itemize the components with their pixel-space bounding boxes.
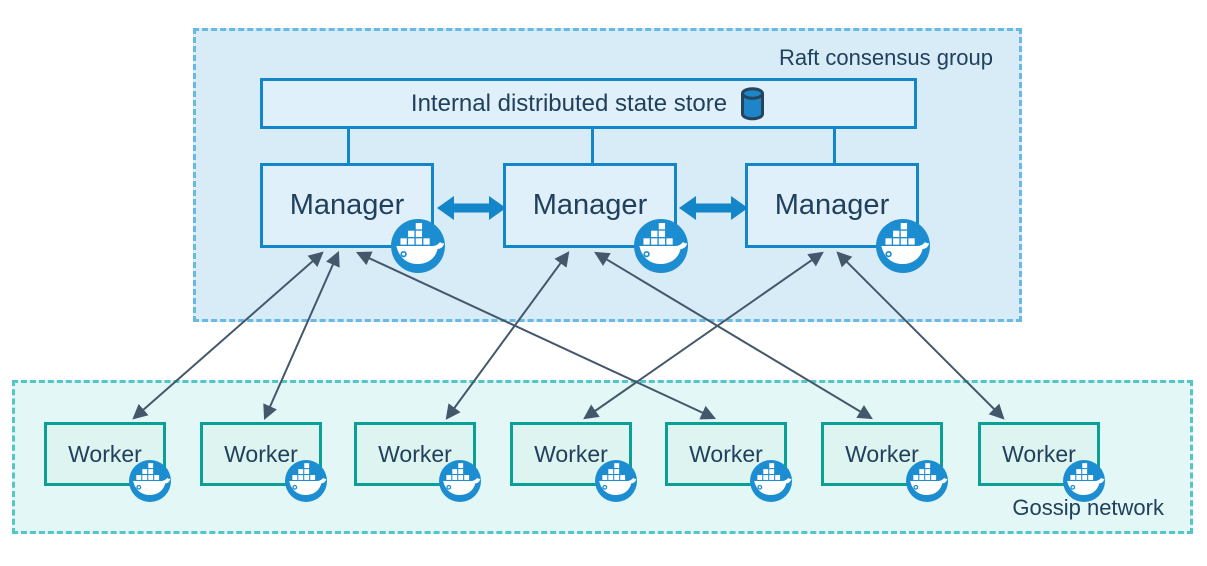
docker-whale-icon	[439, 460, 481, 502]
database-icon	[741, 86, 765, 120]
docker-whale-icon	[595, 460, 637, 502]
store-manager-connector	[347, 129, 350, 163]
manager-peer-arrow	[679, 196, 748, 220]
worker-node-2: Worker	[200, 422, 322, 486]
raft-consensus-group: Raft consensus group Internal distribute…	[193, 28, 1022, 322]
manager-label: Manager	[532, 189, 648, 221]
worker-label: Worker	[689, 440, 763, 467]
worker-label: Worker	[1002, 440, 1076, 467]
docker-whale-icon	[285, 460, 327, 502]
gossip-network-group: Worker Worker Worker Worker Worker Worke…	[12, 380, 1193, 534]
store-manager-connector	[833, 129, 836, 163]
manager-node-2: Manager	[503, 163, 677, 248]
worker-label: Worker	[68, 440, 142, 467]
worker-label: Worker	[224, 440, 298, 467]
docker-whale-icon	[634, 219, 688, 273]
worker-label: Worker	[845, 440, 919, 467]
worker-node-7: Worker	[978, 422, 1100, 486]
state-store-label: Internal distributed state store	[410, 89, 728, 117]
docker-whale-icon	[906, 460, 948, 502]
worker-node-1: Worker	[44, 422, 166, 486]
worker-node-5: Worker	[665, 422, 787, 486]
manager-node-1: Manager	[260, 163, 434, 248]
worker-label: Worker	[378, 440, 452, 467]
manager-label: Manager	[774, 189, 890, 221]
docker-whale-icon	[1063, 460, 1105, 502]
worker-label: Worker	[534, 440, 608, 467]
manager-label: Manager	[289, 189, 405, 221]
store-manager-connector	[591, 129, 594, 163]
worker-node-6: Worker	[821, 422, 943, 486]
docker-whale-icon	[391, 219, 445, 273]
worker-node-4: Worker	[510, 422, 632, 486]
docker-whale-icon	[129, 460, 171, 502]
worker-node-3: Worker	[354, 422, 476, 486]
docker-whale-icon	[876, 219, 930, 273]
manager-node-3: Manager	[745, 163, 919, 248]
docker-whale-icon	[750, 460, 792, 502]
raft-group-label: Raft consensus group	[778, 45, 993, 70]
state-store-box: Internal distributed state store	[260, 78, 917, 129]
manager-peer-arrow	[437, 196, 506, 220]
